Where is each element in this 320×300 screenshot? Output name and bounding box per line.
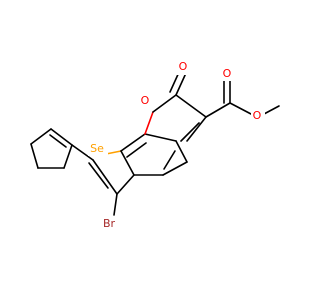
bond bbox=[116, 174, 135, 195]
bond bbox=[120, 150, 135, 176]
selenium-label: Se bbox=[90, 142, 104, 155]
ester-group bbox=[205, 79, 280, 118]
o-ester-label-bg bbox=[251, 108, 265, 123]
bond-double-inner bbox=[163, 150, 176, 170]
o-ring-label-bg bbox=[139, 93, 153, 108]
bond bbox=[144, 111, 154, 135]
bond bbox=[92, 159, 118, 195]
ester-oxygen-label: O bbox=[253, 109, 262, 122]
bond bbox=[186, 116, 207, 142]
bond bbox=[175, 94, 207, 118]
molecule-diagram: Se Br O O O O bbox=[30, 60, 280, 231]
methyl-bond bbox=[263, 105, 280, 115]
bond-double-inner bbox=[49, 134, 67, 148]
bond bbox=[205, 102, 231, 118]
bond-to-bromine bbox=[113, 193, 118, 216]
cyclopentene-ring bbox=[30, 128, 73, 169]
pyranone-ring bbox=[144, 94, 207, 142]
o-ester-dbl-label-bg bbox=[220, 66, 234, 81]
bond bbox=[71, 144, 94, 161]
br-label-bg bbox=[100, 216, 120, 231]
carbonyl-oxygen-label: O bbox=[179, 60, 188, 73]
bromine-label: Br bbox=[103, 217, 116, 230]
bond-double-inner bbox=[180, 122, 200, 142]
bond-double-inner bbox=[88, 162, 109, 189]
atom-labels: Se Br O O O O bbox=[88, 60, 265, 231]
bond bbox=[152, 94, 177, 113]
bond bbox=[30, 128, 52, 145]
se-label-bg bbox=[88, 141, 108, 156]
bond bbox=[144, 133, 177, 142]
bond bbox=[175, 140, 188, 163]
carbonyl-bond bbox=[175, 72, 187, 96]
ester-carbonyl-oxygen-label: O bbox=[223, 67, 232, 80]
o-carbonyl-label-bg bbox=[176, 60, 190, 75]
benzene-ring bbox=[120, 133, 188, 176]
bond-double-inner bbox=[126, 142, 147, 158]
bond bbox=[50, 128, 73, 146]
bond bbox=[63, 144, 73, 169]
molecule-structure: Se Br O O O O bbox=[30, 60, 280, 231]
ring-oxygen-label: O bbox=[141, 94, 150, 107]
bond bbox=[120, 133, 146, 152]
bond bbox=[229, 102, 252, 115]
bond bbox=[162, 161, 188, 176]
bond bbox=[30, 143, 39, 169]
